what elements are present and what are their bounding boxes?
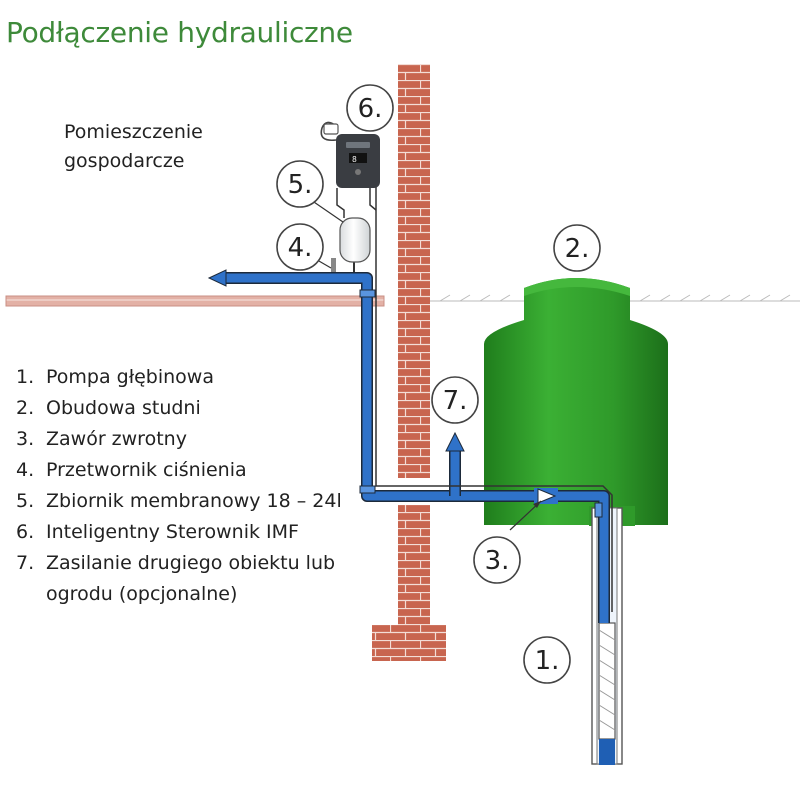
legend-number: 3. [16,428,35,450]
callout-2-label: 2. [565,234,590,264]
legend-item: 1. Pompa głębinowa [16,362,366,393]
callout-6: 6. [346,84,394,132]
svg-text:8: 8 [352,155,357,164]
callout-arrowhead [533,501,541,508]
well-housing [484,278,668,525]
legend-number: 1. [16,366,35,388]
legend-item: 7. Zasilanie drugiego obiektu lub ogrodu … [16,548,366,610]
legend-number: 5. [16,490,35,512]
callout-5: 5. [276,160,324,208]
legend-text: Obudowa studni [46,397,201,419]
room-label-line: gospodarcze [64,150,185,172]
control-cable [375,172,613,612]
pipe-network [223,272,610,623]
legend-item: 6. Inteligentny Sterownik IMF [16,517,366,548]
legend-list: 1. Pompa głębinowa 2. Obudowa studni 3. Zaw… [16,362,366,610]
page-title: Podłączenie hydrauliczne [6,16,353,49]
legend-item: 2. Obudowa studni [16,393,366,424]
outlet-arrow-up [445,431,465,452]
callout-2: 2. [553,224,601,272]
legend-number: 6. [16,521,35,543]
callout-7-label: 7. [443,386,468,416]
legend-text: Zawór zwrotny [46,428,187,450]
imf-controller: 8 [320,121,380,218]
legend-item: 4. Przetwornik ciśnienia [16,455,366,486]
check-valve [534,488,558,504]
callout-1-label: 1. [535,646,560,676]
pipe-coupling [594,502,603,518]
membrane-vessel [339,217,371,272]
legend-number: 4. [16,459,35,481]
outlet-arrow-left [207,269,227,287]
callout-7: 7. [431,376,479,424]
brick-wall-footing [372,625,446,661]
legend-number: 7. [16,552,35,574]
callout-4-label: 4. [288,233,313,263]
legend-item: 3. Zawór zwrotny [16,424,366,455]
callout-3: 3. [473,536,521,584]
callout-5-label: 5. [288,170,313,200]
legend-text: Zasilanie drugiego obiektu lub ogrodu (o… [46,552,336,605]
room-label: Pomieszczenie gospodarcze [64,118,264,176]
pipe-coupling [359,289,376,298]
pipe-coupling [359,485,376,494]
room-label-line: Pomieszczenie [64,121,203,143]
callout-1: 1. [523,636,571,684]
legend-text: Zbiornik membranowy 18 – 24l [46,490,342,512]
callout-3-label: 3. [485,546,510,576]
brick-wall-upper [398,64,430,478]
ground-left [5,295,385,307]
brick-wall-lower [398,505,430,627]
callout-6-label: 6. [358,94,383,124]
pressure-transducer [331,258,336,272]
deep-well-pump [598,622,616,765]
legend-text: Pompa głębinowa [46,366,214,388]
legend-text: Inteligentny Sterownik IMF [46,521,299,543]
legend-number: 2. [16,397,35,419]
legend-text: Przetwornik ciśnienia [46,459,247,481]
legend-item: 5. Zbiornik membranowy 18 – 24l [16,486,366,517]
callout-4: 4. [276,223,324,271]
